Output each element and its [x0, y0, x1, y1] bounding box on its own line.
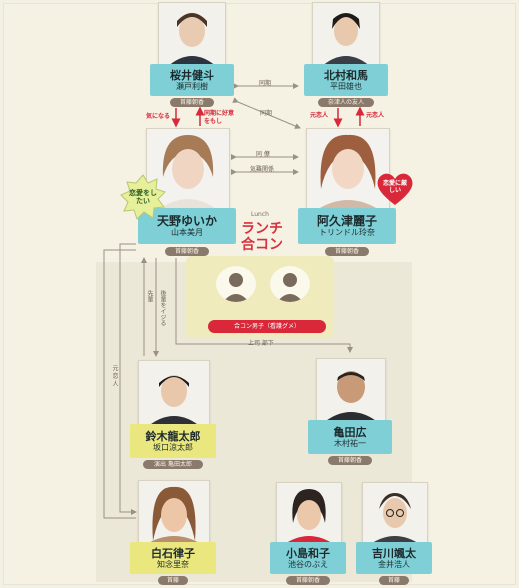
actor-kameda: 木村祐一	[334, 438, 366, 448]
name-shiraishi: 白石律子	[151, 546, 195, 560]
actor-kitamura: 平田雄也	[330, 81, 362, 91]
card-sakurai[interactable]: 桜井健斗 瀬戸利樹 首藤朝香	[150, 0, 234, 108]
card-suzuki[interactable]: 鈴木龍太郎 坂口涼太郎 演出 亀田太郎	[130, 358, 216, 474]
nameplate-suzuki: 鈴木龍太郎 坂口涼太郎	[130, 424, 216, 458]
nameplate-shiraishi: 白石律子 知念里奈	[130, 542, 216, 574]
card-yoshikawa[interactable]: 吉川颯太 金井浩人 首藤	[356, 480, 432, 586]
nameplate-yoshikawa: 吉川颯太 金井浩人	[356, 542, 432, 574]
card-kitamura[interactable]: 北村和馬 平田雄也 奈津人の友人	[304, 0, 388, 108]
portrait-suzuki	[138, 360, 210, 428]
label-amano-akutsu-bottom: 気難関係	[250, 166, 275, 173]
role-amano: 首藤朝香	[165, 247, 209, 256]
name-sakurai: 桜井健斗	[170, 68, 214, 82]
name-kojima: 小島和子	[286, 546, 330, 560]
label-sakurai-up: 同期に好意をもし	[204, 110, 235, 125]
role-akutsu: 首藤朝香	[325, 247, 369, 256]
label-sakurai-down: 気になる	[146, 113, 171, 120]
silhouette-1	[216, 266, 256, 302]
portrait-yoshikawa	[362, 482, 428, 546]
role-yoshikawa: 首藤	[379, 576, 409, 585]
lunch-goukon: Lunch ランチ 合コン	[186, 208, 334, 338]
role-suzuki: 演出 亀田太郎	[143, 460, 203, 469]
nameplate-kojima: 小島和子 池谷のぶえ	[270, 542, 346, 574]
label-top-link: 同期	[259, 80, 272, 87]
name-amano: 天野ゆいか	[156, 213, 217, 228]
actor-suzuki: 坂口涼太郎	[153, 442, 193, 452]
label-cross-link: 同期	[260, 110, 273, 117]
label-kitamura-up: 元恋人	[366, 112, 385, 119]
card-kojima[interactable]: 小島和子 池谷のぶえ 首藤朝香	[270, 480, 346, 586]
role-sakurai: 首藤朝香	[170, 98, 214, 107]
role-kameda: 首藤朝香	[328, 456, 372, 465]
name-kameda: 亀田広	[333, 425, 367, 439]
actor-akutsu: トリンドル玲奈	[319, 227, 375, 237]
portrait-kitamura	[312, 2, 380, 68]
label-amano-akutsu-top: 同 僚	[256, 151, 270, 158]
name-yoshikawa: 吉川颯太	[372, 546, 416, 560]
role-shiraishi: 首藤	[158, 576, 188, 585]
card-amano[interactable]: 天野ゆいか 山本美月 首藤朝香	[138, 124, 236, 258]
label-amano-kameda: 上司 部下	[248, 340, 274, 347]
actor-shiraishi: 知念里奈	[157, 559, 189, 569]
label-kitamura-down: 元恋人	[310, 112, 329, 119]
badge-amano-text: 恋愛をしたい	[129, 189, 157, 205]
nameplate-sakurai: 桜井健斗 瀬戸利樹	[150, 64, 234, 96]
card-kameda[interactable]: 亀田広 木村祐一 首藤朝香	[308, 354, 392, 470]
card-shiraishi[interactable]: 白石律子 知念里奈 首藤	[130, 478, 216, 586]
name-suzuki: 鈴木龍太郎	[145, 429, 201, 443]
actor-kojima: 池谷のぶえ	[288, 559, 328, 569]
nameplate-kameda: 亀田広 木村祐一	[308, 420, 392, 454]
lunch-title-2: 合コン	[241, 237, 283, 253]
name-akutsu: 阿久津麗子	[316, 213, 377, 228]
portrait-amano	[146, 128, 230, 212]
actor-sakurai: 瀬戸利樹	[176, 81, 208, 91]
card-akutsu[interactable]: 阿久津麗子 トリンドル玲奈 首藤朝香	[298, 124, 396, 258]
portrait-akutsu	[306, 128, 390, 212]
actor-yoshikawa: 金井浩人	[378, 559, 410, 569]
portrait-shiraishi	[138, 480, 210, 546]
nameplate-akutsu: 阿久津麗子 トリンドル玲奈	[298, 208, 396, 244]
burst-shape	[120, 174, 166, 220]
portrait-sakurai	[158, 2, 226, 68]
lunch-subtitle: Lunch	[251, 211, 269, 218]
lunch-title-1: ランチ	[241, 221, 283, 237]
silhouette-2	[270, 266, 310, 302]
portrait-kojima	[276, 482, 342, 546]
badge-amano: 恋愛をしたい	[120, 174, 166, 220]
portrait-kameda	[316, 358, 386, 424]
label-shiraishi-link: 元 恋 人	[111, 365, 118, 387]
name-kitamura: 北村和馬	[324, 68, 368, 82]
lunch-pill: 合コン男子（看護グメ）	[208, 320, 326, 333]
nameplate-amano: 天野ゆいか 山本美月	[138, 208, 236, 244]
actor-amano: 山本美月	[171, 227, 203, 237]
label-amano-side: 先輩	[146, 290, 153, 302]
role-kitamura: 奈津人の友人	[318, 98, 374, 107]
heart-shape	[377, 173, 413, 205]
nameplate-kitamura: 北村和馬 平田雄也	[304, 64, 388, 96]
badge-akutsu-text: 恋愛に厳しい	[382, 180, 407, 194]
role-kojima: 首藤朝香	[286, 576, 330, 585]
badge-akutsu: 恋愛に厳しい	[375, 171, 415, 207]
label-amano-suzuki: 後輩をイジる	[159, 290, 166, 326]
